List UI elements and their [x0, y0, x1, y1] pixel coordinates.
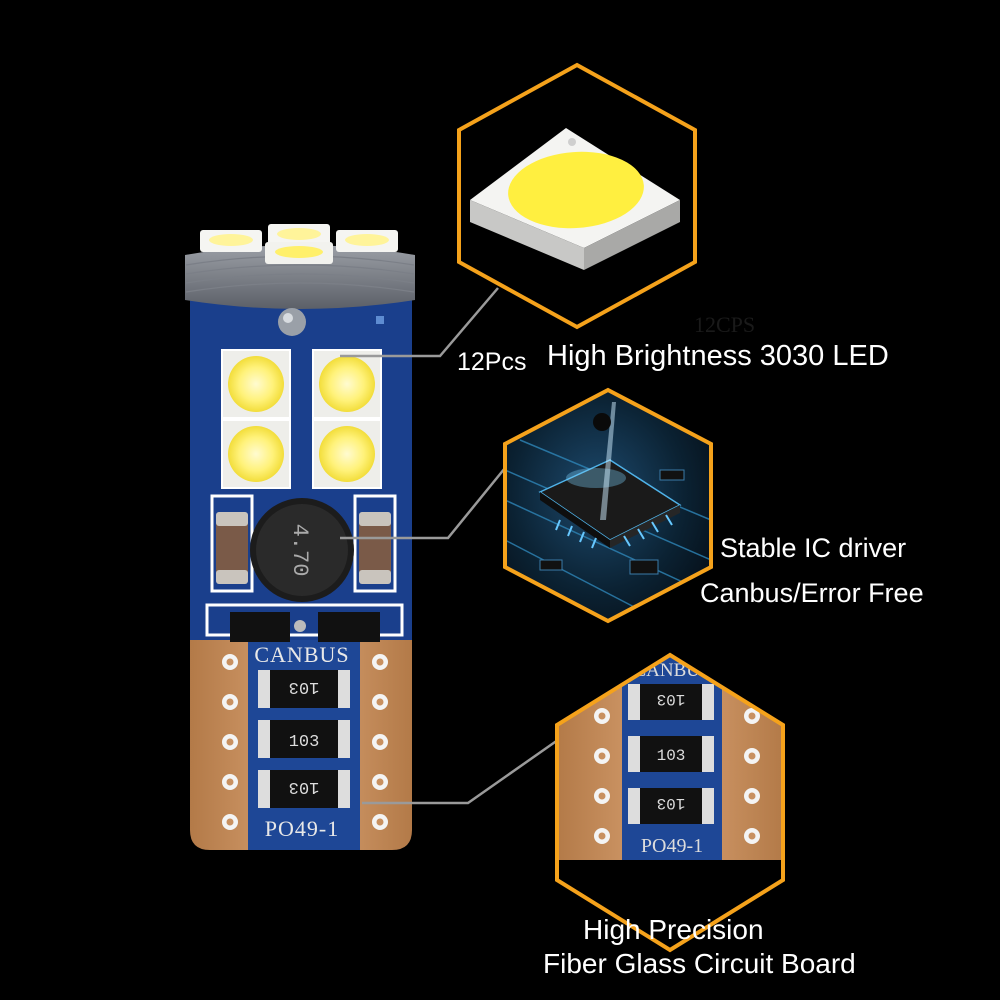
zoom-resistor-marking: 103	[657, 747, 686, 765]
callout-lines	[340, 287, 566, 805]
hex-led-closeup	[457, 62, 697, 330]
inductor-marking: 4.70	[287, 524, 312, 577]
led-feature-label: High Brightness 3030 LED	[547, 340, 889, 372]
board-feature-line2: Fiber Glass Circuit Board	[543, 948, 856, 979]
led-count-label: 12Pcs	[457, 348, 527, 376]
ic-feature-line2: Canbus/Error Free	[700, 578, 924, 608]
zoom-model-label: PO49-1	[641, 835, 703, 857]
zoom-resistor-marking: 103	[657, 690, 686, 708]
ghost-text: 12CPS	[694, 312, 756, 337]
chip-left	[230, 612, 290, 642]
inductor: 4.70	[250, 498, 354, 602]
face-leds	[221, 349, 382, 489]
hex-board-closeup: CANBUS 103 103 103 PO49-1	[555, 652, 785, 953]
resistor-marking: 103	[289, 733, 320, 752]
board-feature-line1: High Precision	[583, 914, 764, 945]
zoom-resistor-marking: 103	[657, 794, 686, 812]
ic-feature-line1: Stable IC driver	[720, 533, 907, 563]
socket-ring	[185, 245, 415, 309]
bulb-model-label: PO49-1	[265, 816, 339, 841]
top-leds	[200, 224, 398, 264]
chip-right	[318, 612, 380, 642]
t10-led-bulb: 4.70 CANBUS 103 103 103	[185, 224, 415, 850]
capacitors	[216, 512, 391, 584]
solder-ball	[278, 308, 306, 336]
hex-ic-closeup	[503, 387, 713, 624]
resistor-marking: 103	[289, 777, 320, 796]
bulb-canbus-label: CANBUS	[254, 642, 349, 667]
resistors: 103 103 103	[258, 670, 350, 808]
resistor-marking: 103	[289, 677, 320, 696]
